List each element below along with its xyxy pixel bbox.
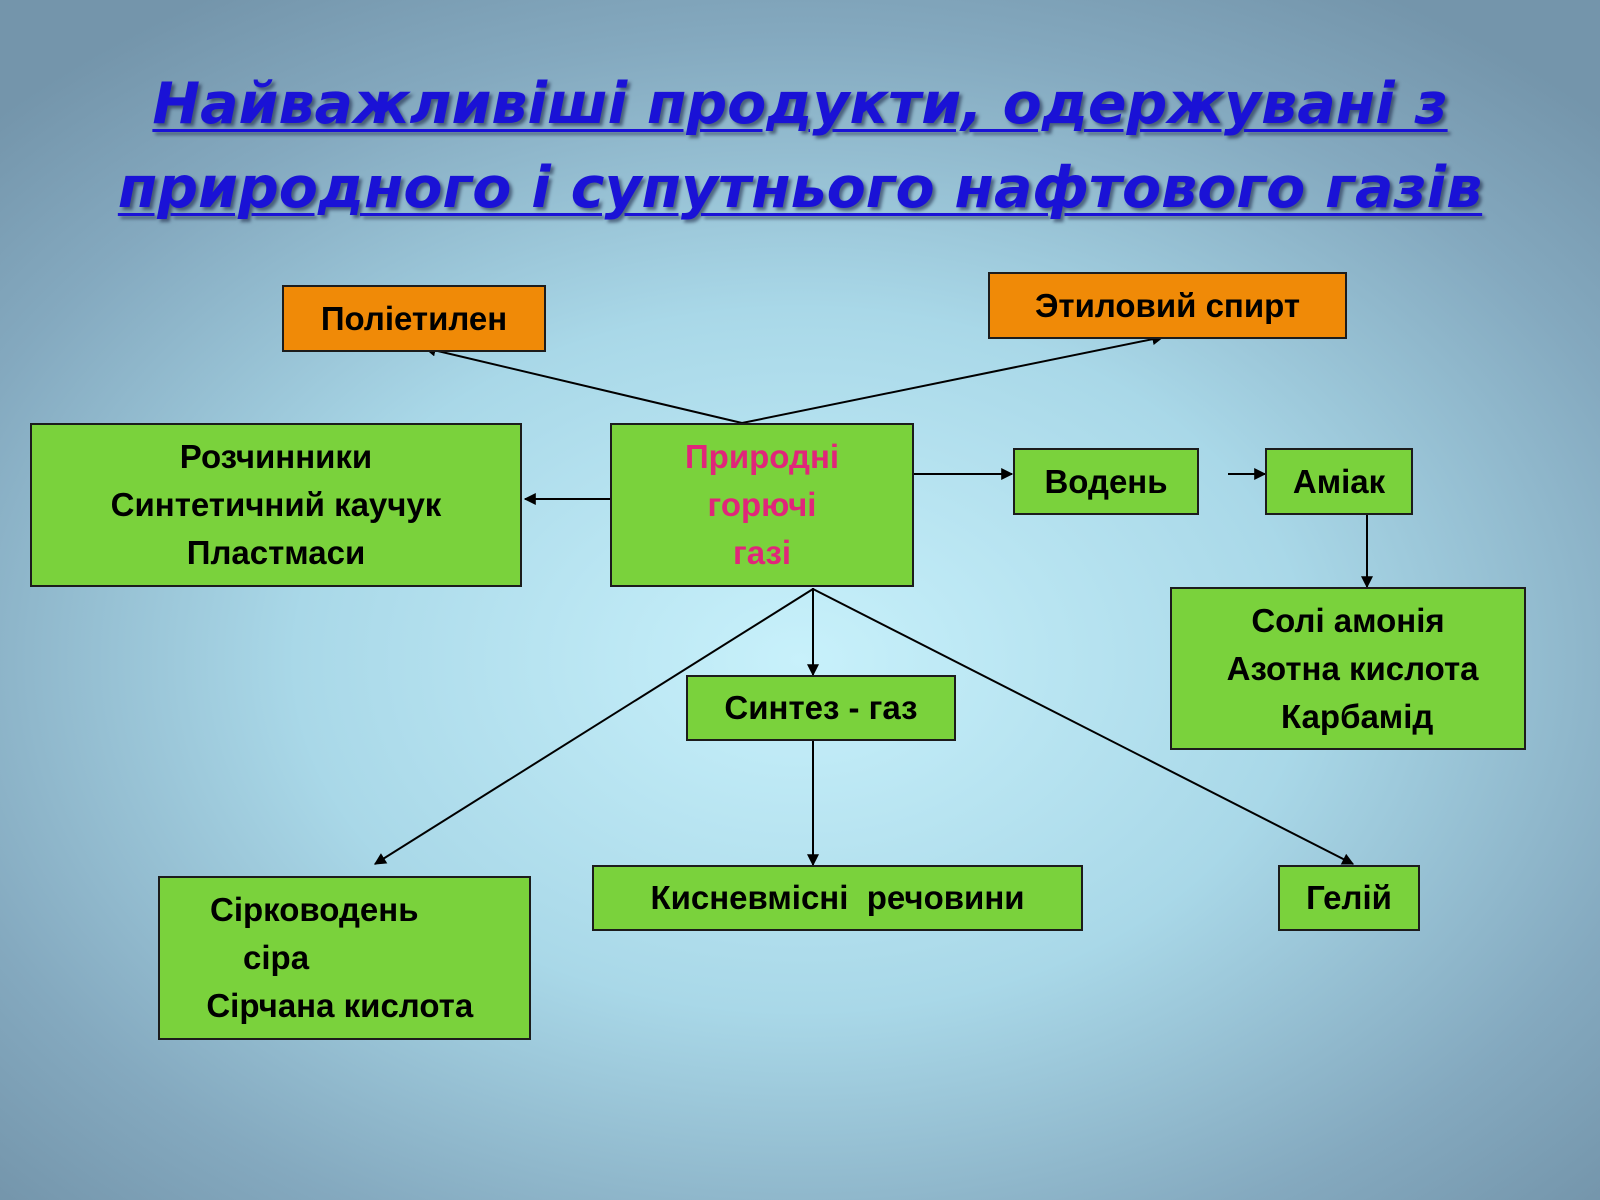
ammonia-products-line-1: Солі амонія: [1251, 601, 1445, 639]
ammonia-products-node: Солі амонія Азотна кислота Карбамід: [1170, 587, 1526, 750]
title-line-1: Найважливіші продукти, одержувані з: [152, 71, 1448, 137]
polyethylene-node: Поліетилен: [282, 285, 546, 352]
ammonia-products-line-2: Азотна кислота: [1217, 649, 1479, 687]
center-line-2: горючі: [707, 486, 817, 523]
syngas-node: Синтез - газ: [686, 675, 956, 741]
title-line-2: природного і супутнього нафтового газів: [117, 155, 1483, 221]
ammonia-products-line-3: Карбамід: [1262, 697, 1434, 735]
ethanol-node: Этиловий спирт: [988, 272, 1347, 339]
solvents-node: Розчинники Синтетичний каучук Пластмаси: [30, 423, 522, 587]
helium-node: Гелій: [1278, 865, 1420, 931]
sulfur-line-3: Сірчана кислота: [188, 987, 474, 1024]
arrow-to-helium: [812, 588, 1355, 865]
solvents-line-2: Синтетичний каучук: [110, 486, 442, 523]
arrow-to-ethanol: [741, 333, 1165, 424]
arrow-to-sulfur: [373, 588, 814, 865]
ammonia-node: Аміак: [1265, 448, 1413, 515]
helium-label: Гелій: [1306, 879, 1392, 916]
oxygenates-label: Кисневмісні речовини: [650, 879, 1025, 916]
hydrogen-node: Водень: [1013, 448, 1199, 515]
solvents-line-3: Пластмаси: [186, 534, 366, 571]
ethanol-label: Этиловий спирт: [1034, 286, 1301, 324]
oxygenates-node: Кисневмісні речовини: [592, 865, 1083, 931]
polyethylene-label: Поліетилен: [320, 299, 508, 337]
natural-gas-node: Природні горючі газі: [610, 423, 914, 587]
center-line-3: газі: [732, 534, 792, 571]
center-line-1: Природні: [684, 438, 840, 475]
sulfur-line-1: Сірководень: [210, 891, 419, 928]
arrow-to-polyethylene: [423, 344, 743, 424]
page-title: Найважливіші продукти, одержувані з прир…: [0, 62, 1600, 230]
hydrogen-label: Водень: [1044, 462, 1168, 500]
solvents-line-1: Розчинники: [179, 438, 373, 475]
sulfur-node: Сірководень сіра Сірчана кислота: [158, 876, 531, 1040]
ammonia-label: Аміак: [1292, 462, 1386, 500]
syngas-label: Синтез - газ: [724, 689, 918, 726]
sulfur-line-2: сіра: [188, 939, 310, 976]
